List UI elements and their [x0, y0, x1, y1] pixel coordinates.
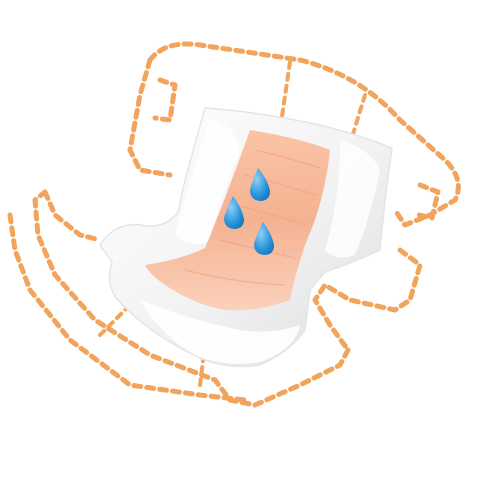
pad-front-edge: [140, 300, 300, 364]
back-fold-line-right: [343, 93, 367, 162]
front-fold-line-right: [198, 343, 207, 387]
droplet-group: [224, 168, 274, 255]
front-inner-outline: [42, 189, 103, 243]
dashed-outline-icon: [7, 41, 461, 408]
diaper-pad: [99, 107, 393, 368]
back-waistband-outline: [127, 41, 461, 228]
pad-right-cuff: [325, 140, 380, 258]
droplet-icon: [250, 168, 270, 201]
back-tab-left-outline: [152, 77, 178, 123]
pad-left-cuff: [175, 118, 240, 244]
front-waistband-outline: [32, 189, 351, 408]
droplet-icon: [224, 196, 244, 229]
right-side-outline: [312, 247, 423, 353]
back-tab-right-outline: [412, 182, 441, 221]
core-texture: [184, 149, 321, 286]
back-fold-line-left: [278, 60, 292, 132]
droplet-icon: [254, 222, 274, 255]
left-wing-outline: [7, 212, 248, 403]
